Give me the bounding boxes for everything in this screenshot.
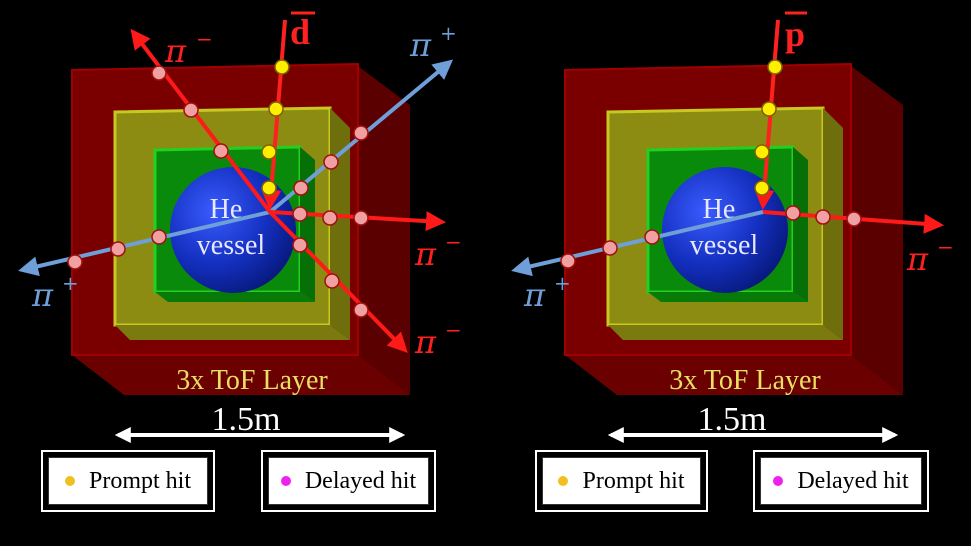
pion-plus-label-upper: π (409, 26, 432, 64)
pion-plus-track-left (18, 210, 271, 277)
legend-prompt-label: Prompt hit (88, 467, 191, 494)
pion-plus-charge-upper: + (440, 21, 457, 45)
pion-hits (67, 65, 369, 318)
pion-minus-label-lower: π (414, 323, 437, 361)
legend-delayed-label: Delayed hit (797, 467, 909, 494)
right-panel: He vessel p π − π + 3x ToF Layer 1.5m (511, 11, 954, 443)
prompt-hits (261, 59, 290, 196)
delayed-hit-icon (280, 476, 291, 486)
vessel-label-vessel: vessel (197, 230, 266, 261)
antiparticle-label: p (785, 14, 805, 54)
pion-minus-track-up (130, 28, 272, 214)
delayed-hit-icon (773, 476, 784, 486)
tof-layer-label: 3x ToF Layer (669, 365, 821, 396)
prompt-hit-icon (64, 476, 75, 486)
legend-delayed-label: Delayed hit (304, 467, 417, 494)
antiparticle-label: d (290, 12, 310, 52)
pion-minus-charge-upper: − (196, 27, 213, 51)
tof-layer-label: 3x ToF Layer (176, 365, 328, 396)
vessel-label-vessel: vessel (690, 230, 759, 261)
scale-label: 1.5m (698, 401, 767, 438)
pion-minus-charge-right: − (937, 235, 954, 259)
pion-minus-label-upper: π (164, 32, 187, 70)
legend-prompt-label: Prompt hit (582, 467, 685, 494)
prompt-hits (754, 59, 783, 196)
pion-plus-charge-lower: + (554, 271, 571, 295)
pion-minus-charge-lower: − (445, 318, 462, 342)
left-panel: He vessel d π − π + π − π (18, 11, 462, 443)
pion-minus-label-middle: π (414, 235, 437, 273)
pion-plus-label-lower: π (31, 276, 54, 314)
prompt-hit-icon (558, 476, 569, 486)
pion-plus-charge-lower: + (62, 271, 79, 295)
pion-plus-track-left (511, 210, 764, 277)
scale-label: 1.5m (212, 401, 281, 438)
legend-delayed-right: Delayed hit (753, 450, 929, 512)
pion-plus-label-lower: π (523, 276, 546, 314)
legend-prompt-right: Prompt hit (535, 450, 708, 512)
pion-minus-label-right: π (906, 240, 929, 278)
pion-minus-charge-middle: − (445, 230, 462, 254)
pion-hits (560, 205, 862, 269)
legend-prompt-left: Prompt hit (41, 450, 215, 512)
legend-delayed-left: Delayed hit (261, 450, 436, 512)
